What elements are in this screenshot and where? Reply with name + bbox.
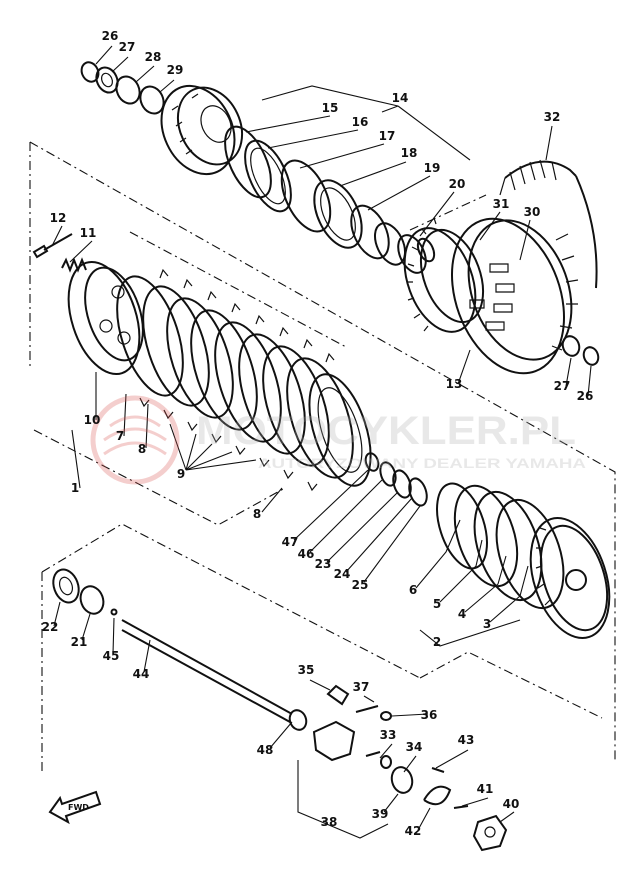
part-callout-32: 32 — [544, 110, 561, 124]
part-callout-27: 27 — [119, 40, 136, 54]
part-callout-21: 21 — [71, 635, 88, 649]
push-rod-group — [52, 568, 508, 852]
part-callout-19: 19 — [424, 161, 441, 175]
part-callout-4: 4 — [458, 607, 466, 621]
part-callout-48: 48 — [257, 743, 274, 757]
part-callout-1: 1 — [71, 481, 79, 495]
part-callout-28: 28 — [145, 50, 162, 64]
leader-lines — [51, 45, 592, 839]
part-callout-20: 20 — [449, 177, 466, 191]
part-callout-16: 16 — [352, 115, 369, 129]
part-callout-7: 7 — [116, 429, 124, 443]
part-callout-22: 22 — [42, 620, 59, 634]
clutch-housing-group — [403, 159, 600, 375]
part-callout-5: 5 — [433, 597, 441, 611]
part-callout-29: 29 — [167, 63, 184, 77]
part-callout-41: 41 — [477, 782, 494, 796]
part-callout-27: 27 — [554, 379, 571, 393]
part-callout-38: 38 — [321, 815, 338, 829]
part-callout-26: 26 — [577, 389, 594, 403]
clutch-hub-group — [436, 482, 611, 640]
part-callout-8: 8 — [253, 507, 261, 521]
part-callout-12: 12 — [50, 211, 67, 225]
part-callout-39: 39 — [372, 807, 389, 821]
part-callout-35: 35 — [298, 663, 315, 677]
part-callout-47: 47 — [282, 535, 299, 549]
watermark: MOTOCYKLER.PL AUTORYZOWANY DEALER YAMAHA — [90, 395, 586, 485]
part-callout-43: 43 — [458, 733, 475, 747]
watermark-brand: MOTOCYKLER.PL — [196, 409, 576, 453]
part-callout-45: 45 — [103, 649, 120, 663]
part-callout-34: 34 — [406, 740, 423, 754]
clutch-boss-group — [80, 61, 436, 274]
part-callout-46: 46 — [298, 547, 315, 561]
part-callout-15: 15 — [322, 101, 339, 115]
part-callout-30: 30 — [524, 205, 541, 219]
part-callout-8: 8 — [138, 442, 146, 456]
fwd-arrow: FWD — [48, 790, 102, 825]
part-callout-24: 24 — [334, 567, 351, 581]
part-callout-31: 31 — [493, 197, 510, 211]
fwd-label: FWD — [68, 803, 89, 812]
part-callout-11: 11 — [80, 226, 97, 240]
watermark-subtitle: AUTORYZOWANY DEALER YAMAHA — [258, 455, 586, 471]
part-callout-2: 2 — [433, 635, 441, 649]
part-callout-17: 17 — [379, 129, 396, 143]
part-callout-10: 10 — [84, 413, 101, 427]
part-callout-25: 25 — [352, 578, 369, 592]
part-callout-18: 18 — [401, 146, 418, 160]
part-callout-33: 33 — [380, 728, 397, 742]
part-callout-36: 36 — [421, 708, 438, 722]
part-callout-9: 9 — [177, 467, 185, 481]
part-callout-6: 6 — [409, 583, 417, 597]
part-callout-3: 3 — [483, 617, 491, 631]
part-callout-42: 42 — [405, 824, 422, 838]
part-callout-26: 26 — [102, 29, 119, 43]
part-callout-13: 13 — [446, 377, 463, 391]
clutch-plate-stack — [32, 233, 428, 507]
part-callout-40: 40 — [503, 797, 520, 811]
part-callout-14: 14 — [392, 91, 409, 105]
part-callout-44: 44 — [133, 667, 150, 681]
assembly-boundaries — [29, 141, 616, 772]
part-callout-23: 23 — [315, 557, 332, 571]
watermark-logo-icon — [90, 395, 180, 485]
part-callout-37: 37 — [353, 680, 370, 694]
